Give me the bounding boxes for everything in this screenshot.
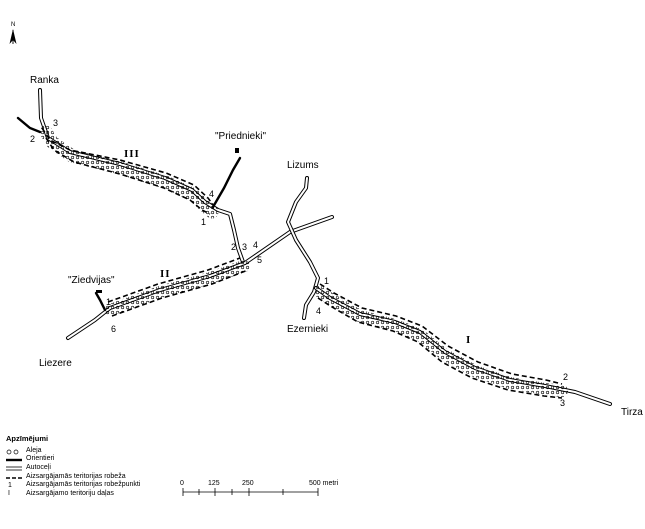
- place-tirza: Tirza: [621, 407, 643, 418]
- north-arrow-icon: [9, 29, 17, 44]
- legend-orientieri-label: Orientieri: [26, 455, 55, 463]
- aleja-strips: [39, 125, 568, 397]
- legend-row-autoceli: Autoceļi: [6, 463, 140, 472]
- section-ii-label: II: [160, 268, 171, 280]
- legend-aleja-label: Aleja: [26, 446, 42, 454]
- place-liezere: Liezere: [39, 358, 72, 369]
- point-ii-5: 5: [257, 255, 263, 265]
- legend-row-aleja: Aleja: [6, 446, 140, 455]
- point-ii-2: 2: [231, 242, 237, 252]
- scale-tick-125: 125: [208, 480, 220, 487]
- scale-tick-0: 0: [180, 480, 184, 487]
- legend-punkti-symbol: 1: [8, 481, 12, 489]
- point-i-4: 4: [316, 306, 322, 316]
- section-i-label: I: [466, 334, 472, 346]
- point-iii-1: 1: [201, 217, 207, 227]
- point-i-1: 1: [324, 276, 330, 286]
- place-ranka: Ranka: [30, 75, 59, 86]
- point-ii-4: 4: [253, 240, 259, 250]
- point-iii-2: 2: [30, 134, 36, 144]
- map-legend: Apzīmējumi Aleja Orientieri Autoceļi Aiz…: [6, 434, 140, 498]
- legend-row-punkti: 1 Aizsargājamās teritorijas robežpunkti: [6, 480, 140, 489]
- scale-tick-250: 250: [242, 480, 254, 487]
- landmarks: [16, 116, 242, 312]
- legend-autoceli-label: Autoceļi: [26, 463, 51, 471]
- point-iii-4: 4: [209, 189, 215, 199]
- scale-tick-500: 500 metri: [309, 480, 339, 487]
- point-ii-3: 3: [242, 242, 248, 252]
- point-ii-6: 6: [111, 324, 117, 334]
- place-ezernieki: Ezernieki: [287, 324, 329, 335]
- legend-symbols: [6, 449, 22, 479]
- place-ziedvijas: "Ziedvijas": [68, 275, 115, 286]
- point-ii-1: 1: [106, 297, 112, 307]
- scale-bar: [182, 488, 319, 496]
- point-i-3: 3: [560, 398, 566, 408]
- legend-row-robeza: Aizsargājamās teritorijas robeža: [6, 472, 140, 481]
- legend-punkti-label: Aizsargājamās teritorijas robežpunkti: [26, 481, 141, 489]
- north-label: N: [11, 22, 16, 28]
- protected-boundary: [41, 127, 563, 399]
- legend-row-dalas: I Aizsargājamo teritoriju daļas: [6, 489, 140, 498]
- legend-dalas-symbol: I: [8, 490, 10, 498]
- point-i-2: 2: [563, 372, 569, 382]
- legend-row-orientieri: Orientieri: [6, 455, 140, 464]
- road-network: [38, 88, 612, 406]
- place-priednieki: "Priednieki": [215, 131, 267, 142]
- legend-dalas-label: Aizsargājamo teritoriju daļas: [26, 489, 114, 497]
- point-iii-3: 3: [53, 118, 59, 128]
- place-lizums: Lizums: [287, 160, 319, 171]
- section-iii-label: III: [124, 148, 140, 160]
- legend-robeza-label: Aizsargājamās teritorijas robeža: [26, 472, 126, 480]
- legend-title: Apzīmējumi: [6, 434, 49, 443]
